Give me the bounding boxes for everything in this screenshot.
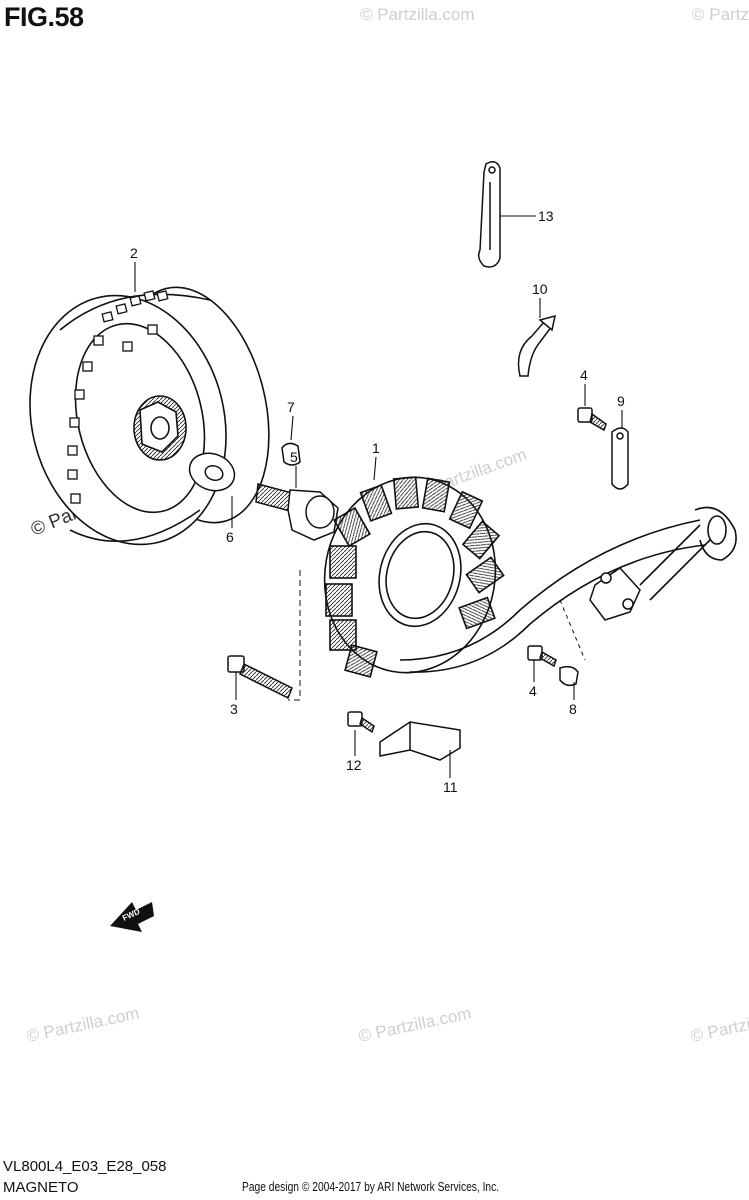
washer-part <box>188 452 236 492</box>
callout-12: 12 <box>346 757 362 773</box>
section-name: MAGNETO <box>3 1179 79 1196</box>
stator-part <box>323 476 505 678</box>
watermark-bottom-middle: © Partzilla.com <box>357 1004 473 1046</box>
rotor-part <box>29 286 270 546</box>
watermark-top-right: © Partzilla.com <box>692 5 749 24</box>
callout-6: 6 <box>226 529 234 545</box>
callout-1: 1 <box>372 440 380 456</box>
clamp-part <box>517 314 556 377</box>
screw-top <box>577 407 607 432</box>
callout-labels: 2 1 5 7 6 3 13 10 4 9 4 8 12 11 <box>130 208 625 795</box>
callout-4-top: 4 <box>580 367 588 383</box>
callout-3: 3 <box>230 701 238 717</box>
figure-code: VL800L4_E03_E28_058 <box>3 1158 167 1175</box>
watermark-bottom-left: © Partzilla.com <box>25 1004 141 1046</box>
callout-5: 5 <box>290 449 298 465</box>
callout-10: 10 <box>532 281 548 297</box>
short-screw-part <box>347 711 375 734</box>
clamp-strap-part <box>477 161 501 268</box>
guide-line-screws <box>288 570 301 701</box>
watermark-top-middle: © Partzilla.com <box>360 5 475 24</box>
callout-13: 13 <box>538 208 554 224</box>
callout-4-bottom: 4 <box>529 683 537 699</box>
key-part <box>281 442 301 466</box>
fwd-arrow-icon: FWD <box>110 902 154 932</box>
callout-7: 7 <box>287 399 295 415</box>
copyright-text: Page design © 2004-2017 by ARI Network S… <box>242 1180 500 1194</box>
plate-part <box>379 721 461 761</box>
long-screw-part <box>227 655 293 700</box>
wire-harness <box>399 506 737 673</box>
screw-bottom <box>527 645 557 668</box>
callout-9: 9 <box>617 393 625 409</box>
callout-8: 8 <box>569 701 577 717</box>
guide-line <box>559 599 586 661</box>
figure-title: FIG.58 <box>4 2 84 32</box>
watermark-bottom-right: © Partzilla.com <box>689 1004 749 1046</box>
clip-part <box>559 665 579 687</box>
bolt-part <box>255 483 339 541</box>
leader-lines <box>134 215 623 778</box>
callout-11: 11 <box>443 779 458 795</box>
callout-2: 2 <box>130 245 138 261</box>
bracket-part <box>611 427 629 490</box>
pickup-sensor-part <box>589 567 641 621</box>
